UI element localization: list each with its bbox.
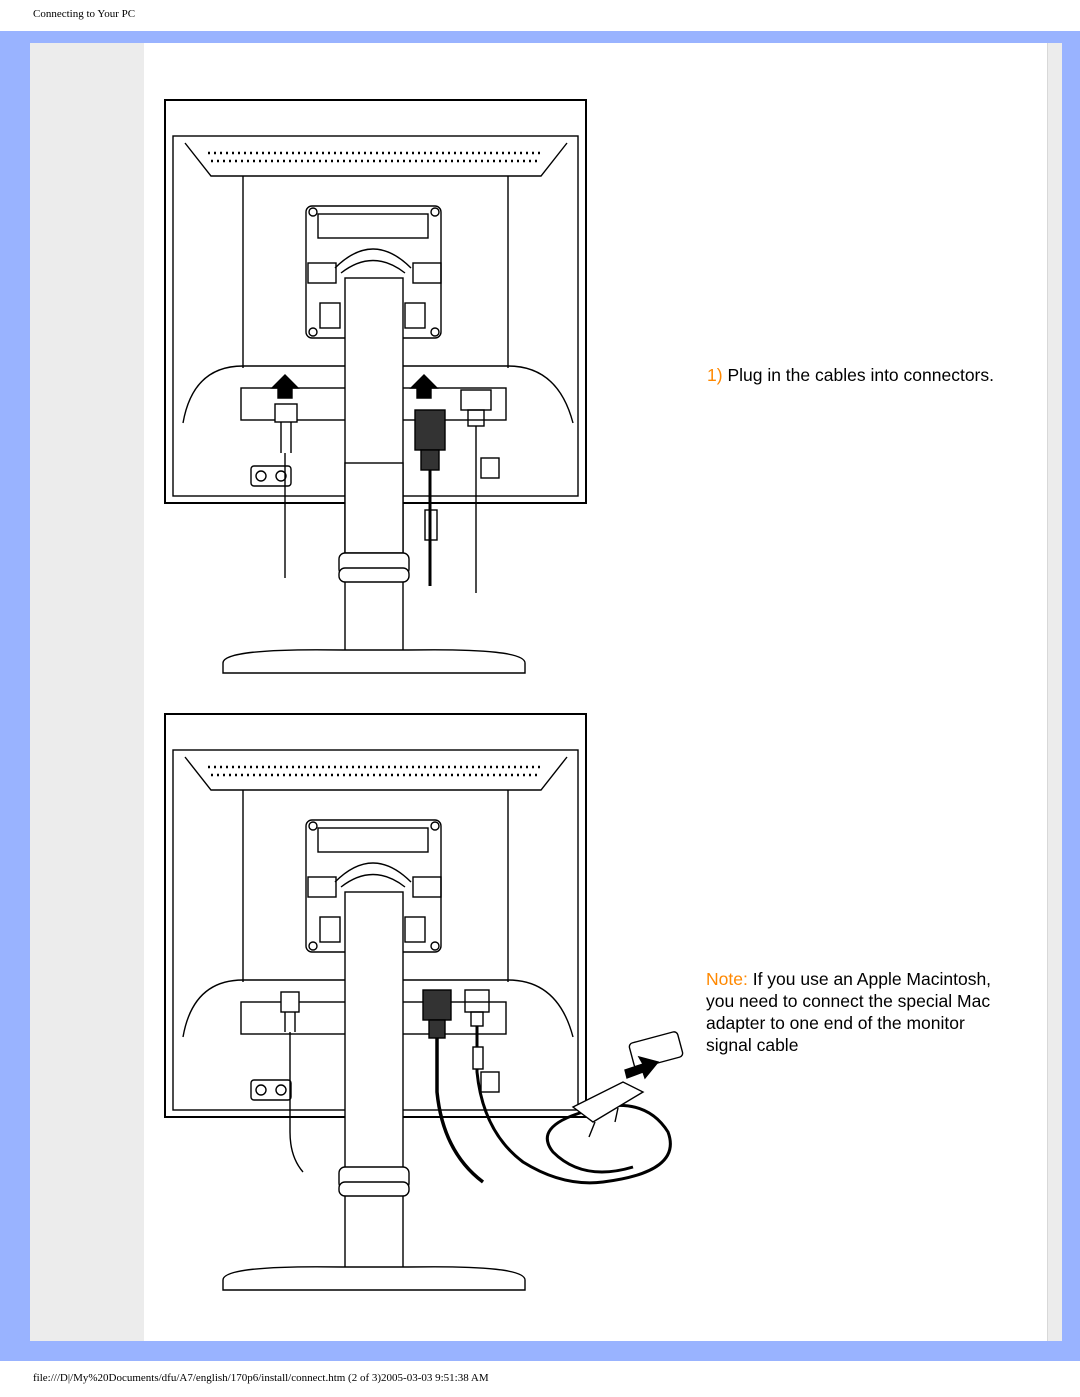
step-1-text: Plug in the cables into connectors. (727, 365, 994, 385)
step-1-number: 1) (707, 365, 723, 385)
note-line-1-text: If you use an Apple Macintosh, (752, 969, 992, 989)
page-footer-path: file:///D|/My%20Documents/dfu/A7/english… (33, 1372, 489, 1384)
step-1-caption: 1) Plug in the cables into connectors. (707, 364, 994, 386)
note-line-1: Note: If you use an Apple Macintosh, (706, 968, 991, 990)
note-label: Note: (706, 969, 748, 989)
mac-note-caption: Note: If you use an Apple Macintosh, you… (706, 968, 991, 1056)
content-area (30, 43, 1062, 1341)
left-margin-column (30, 43, 144, 1341)
mac-adapter-diagram (164, 713, 684, 1291)
monitor-rear-cables-diagram (164, 99, 587, 674)
page-header-title: Connecting to Your PC (33, 8, 136, 20)
note-line-2: you need to connect the special Mac (706, 991, 991, 1011)
note-line-3: adapter to one end of the monitor (706, 1013, 965, 1033)
right-margin-strip (1047, 43, 1062, 1341)
content-frame (0, 31, 1080, 1361)
note-line-4: signal cable (706, 1035, 799, 1055)
